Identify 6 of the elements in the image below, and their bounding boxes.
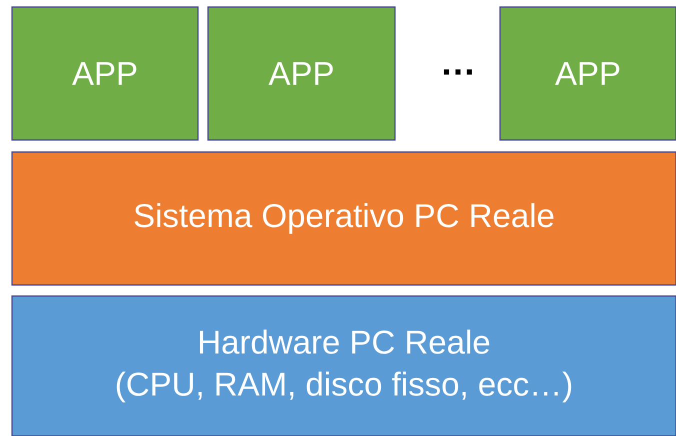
app-box: APP <box>499 6 676 141</box>
app-box: APP <box>207 6 396 141</box>
ellipsis: … <box>444 69 472 75</box>
app-box: APP <box>11 6 199 141</box>
layer-band: Hardware PC Reale (CPU, RAM, disco fisso, ecc…) <box>11 295 676 436</box>
layer-band: Sistema Operativo PC Reale <box>11 151 676 286</box>
